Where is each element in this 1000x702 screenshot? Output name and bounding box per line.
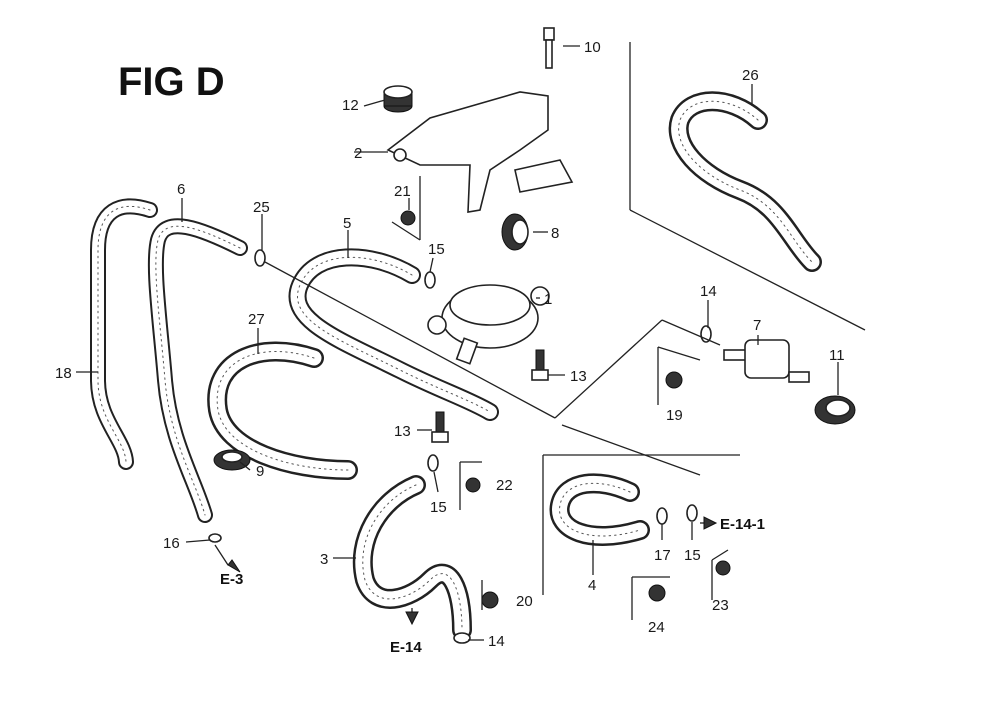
callout-23: 23 xyxy=(712,597,729,614)
callout-18: 18 xyxy=(55,365,72,382)
callout-10: 10 xyxy=(584,39,601,56)
arrow-e3 xyxy=(227,559,241,573)
grommet-12 xyxy=(383,85,413,113)
reference-arrows xyxy=(227,516,718,626)
callout-1: 1 xyxy=(544,291,552,308)
hose-clip-15-mid xyxy=(427,454,439,472)
fuel-pump-1 xyxy=(427,284,550,365)
figure-title: FIG D xyxy=(118,60,225,104)
clip-23 xyxy=(715,560,731,576)
bolt-10 xyxy=(543,27,555,69)
reference-e14[interactable]: E-14 xyxy=(390,639,422,656)
hose-clip-14-bottom xyxy=(453,632,471,644)
callout-leaders xyxy=(76,45,839,641)
callout-13-left: 13 xyxy=(394,423,411,440)
arrow-e14-1 xyxy=(703,516,718,530)
hose-6 xyxy=(147,218,248,523)
callout-12: 12 xyxy=(342,97,359,114)
fuel-filter-7 xyxy=(723,339,810,383)
hose-clip-25 xyxy=(254,249,266,267)
hose-3 xyxy=(352,475,472,640)
clip-19 xyxy=(665,371,683,389)
reference-e14-1[interactable]: E-14-1 xyxy=(720,516,765,533)
bracket-hole xyxy=(393,148,407,162)
clip-22 xyxy=(465,477,481,493)
clip-20 xyxy=(481,591,499,609)
callout-17: 17 xyxy=(654,547,671,564)
callout-5: 5 xyxy=(343,215,351,232)
hose-26 xyxy=(668,91,822,272)
hose-clip-16 xyxy=(208,533,222,543)
bolt-13-left xyxy=(431,411,449,443)
clip-24 xyxy=(648,584,666,602)
clip-21 xyxy=(400,210,416,226)
arrow-e14 xyxy=(405,611,419,626)
callout-15-right: 15 xyxy=(684,547,701,564)
callout-20: 20 xyxy=(516,593,533,610)
callout-labels: 1 2 3 4 5 6 7 8 9 10 11 12 13 13 14 14 1… xyxy=(55,39,845,650)
callout-11: 11 xyxy=(829,347,845,364)
callout-4: 4 xyxy=(588,577,596,594)
hose-4 xyxy=(549,473,650,546)
callout-22: 22 xyxy=(496,477,513,494)
callout-7: 7 xyxy=(753,317,761,334)
callout-27: 27 xyxy=(248,311,265,328)
hose-27 xyxy=(207,341,358,480)
clamp-11 xyxy=(814,395,856,425)
grommet-8 xyxy=(501,213,529,251)
callout-15-mid: 15 xyxy=(430,499,447,516)
callout-3: 3 xyxy=(320,551,328,568)
callout-19: 19 xyxy=(666,407,683,424)
callout-9: 9 xyxy=(256,463,264,480)
reference-e3[interactable]: E-3 xyxy=(220,571,243,588)
callout-14-top: 14 xyxy=(700,283,717,300)
hose-clip-17 xyxy=(656,507,668,525)
hose-clip-15-top xyxy=(424,271,436,289)
callout-16: 16 xyxy=(163,535,180,552)
bracket-2 xyxy=(386,91,549,213)
clamp-9 xyxy=(213,449,251,471)
callout-13-right: 13 xyxy=(570,368,587,385)
callout-14-bottom: 14 xyxy=(488,633,505,650)
assembly-lines xyxy=(264,42,866,620)
callout-25: 25 xyxy=(253,199,270,216)
callout-26: 26 xyxy=(742,67,759,84)
bolt-13-right xyxy=(531,349,549,381)
callout-6: 6 xyxy=(177,181,185,198)
callout-24: 24 xyxy=(648,619,665,636)
callout-8: 8 xyxy=(551,225,559,242)
bracket-tab xyxy=(514,159,574,193)
callout-21: 21 xyxy=(394,183,411,200)
callout-15-top: 15 xyxy=(428,241,445,258)
hose-18 xyxy=(90,198,158,470)
callout-2: 2 xyxy=(354,145,362,162)
hose-clip-15-right xyxy=(686,504,698,522)
